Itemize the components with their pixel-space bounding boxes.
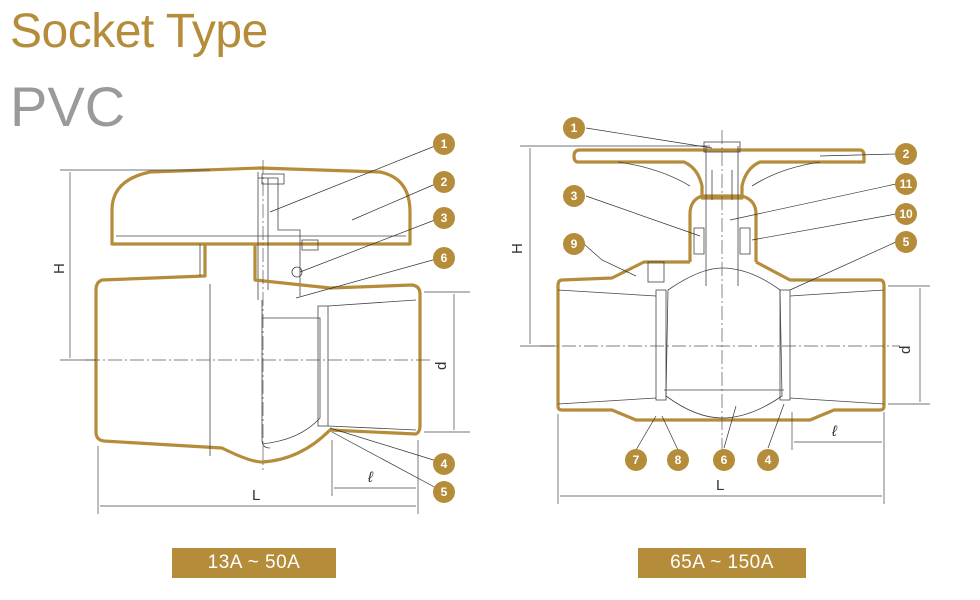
right-leader-7 [635,415,657,451]
right-body-outline [556,260,886,422]
right-leader-1 [585,127,713,149]
left-leader-3 [299,217,441,273]
right-callout-5: 5 [895,231,917,253]
left-body-inner-lines [209,284,271,456]
right-callout-2: 2 [895,143,917,165]
right-leader-2 [819,153,897,157]
left-L-label: L [252,487,260,504]
left-leader-1 [269,143,441,213]
right-leader-10 [751,213,897,241]
right-leader-8 [661,415,679,451]
svg-text:4: 4 [441,457,448,471]
right-callout-8: 8 [667,449,689,471]
left-o-ring [291,266,303,278]
left-stem-nut [261,173,285,185]
page-subtitle: PVC [10,75,126,138]
right-socket-label: ℓ [831,423,838,440]
left-callout-5: 5 [433,481,455,503]
svg-text:9: 9 [571,237,578,251]
left-stopper [301,239,319,251]
svg-text:2: 2 [441,175,448,189]
svg-text:11: 11 [900,177,913,191]
left-h-label: H [51,263,68,274]
left-ball-outline [261,317,321,445]
right-leader-5 [789,241,897,291]
svg-text:1: 1 [441,137,448,151]
right-seat-left [655,289,667,401]
svg-text:3: 3 [571,189,578,203]
right-leader-4 [767,403,785,449]
page-title: Socket Type [10,5,268,58]
right-union-nut [647,261,665,283]
right-seat-right [779,289,791,401]
right-ball-outline [665,267,783,419]
right-callout-1: 1 [563,117,585,139]
left-body-outline [94,244,422,464]
left-stem-lines [257,172,301,300]
left-callout-3: 3 [433,207,455,229]
left-callout-6: 6 [433,247,455,269]
left-size-badge: 13A ~ 50A [172,548,336,578]
svg-text:1: 1 [571,121,578,135]
left-seat [317,305,329,427]
left-leader-6 [295,257,441,299]
left-leader-5 [331,431,441,491]
svg-text:8: 8 [675,453,682,467]
right-d-label: d [897,346,914,354]
left-socket-label: ℓ [367,469,374,486]
right-callout-3: 3 [563,185,585,207]
right-h-label: H [509,243,526,254]
right-callout-10: 10 [895,203,917,225]
svg-text:10: 10 [899,207,913,221]
right-leader-9 [583,243,637,277]
svg-text:6: 6 [721,453,728,467]
svg-text:7: 7 [633,453,640,467]
right-L-label: L [716,477,724,494]
svg-text:5: 5 [903,235,910,249]
right-callout-11: 11 [895,173,917,195]
right-handle-ribs [617,161,821,187]
left-leader-4 [329,427,441,463]
left-d-label: d [433,362,450,370]
left-handle-outline [110,166,412,246]
right-leader-11 [729,183,897,221]
right-bonnet-outline [688,194,758,262]
left-leader-2 [351,181,441,221]
right-handle-outline [572,148,866,200]
svg-text:3: 3 [441,211,448,225]
right-leader-3 [585,195,701,237]
left-callout-1: 1 [433,133,455,155]
svg-text:6: 6 [441,251,448,265]
right-callout-9: 9 [563,233,585,255]
right-callout-4: 4 [757,449,779,471]
right-stem-lines [705,146,739,286]
right-socket-taper [557,289,885,405]
svg-text:5: 5 [441,485,448,499]
right-callout-7: 7 [625,449,647,471]
right-callout-6: 6 [713,449,735,471]
svg-text:4: 4 [765,453,772,467]
right-leader-6 [723,405,737,449]
right-gland-left [693,227,705,255]
left-valve-drawing: H d ℓ L 1 2 3 6 4 5 [51,133,470,514]
left-callout-2: 2 [433,171,455,193]
svg-text:2: 2 [903,147,910,161]
right-valve-drawing: H d ℓ L 1 2 3 11 10 9 5 7 8 6 4 [509,117,930,504]
left-socket-taper [327,299,417,431]
right-size-badge: 65A ~ 150A [638,548,806,578]
right-gland-right [739,227,751,255]
left-callout-4: 4 [433,453,455,475]
